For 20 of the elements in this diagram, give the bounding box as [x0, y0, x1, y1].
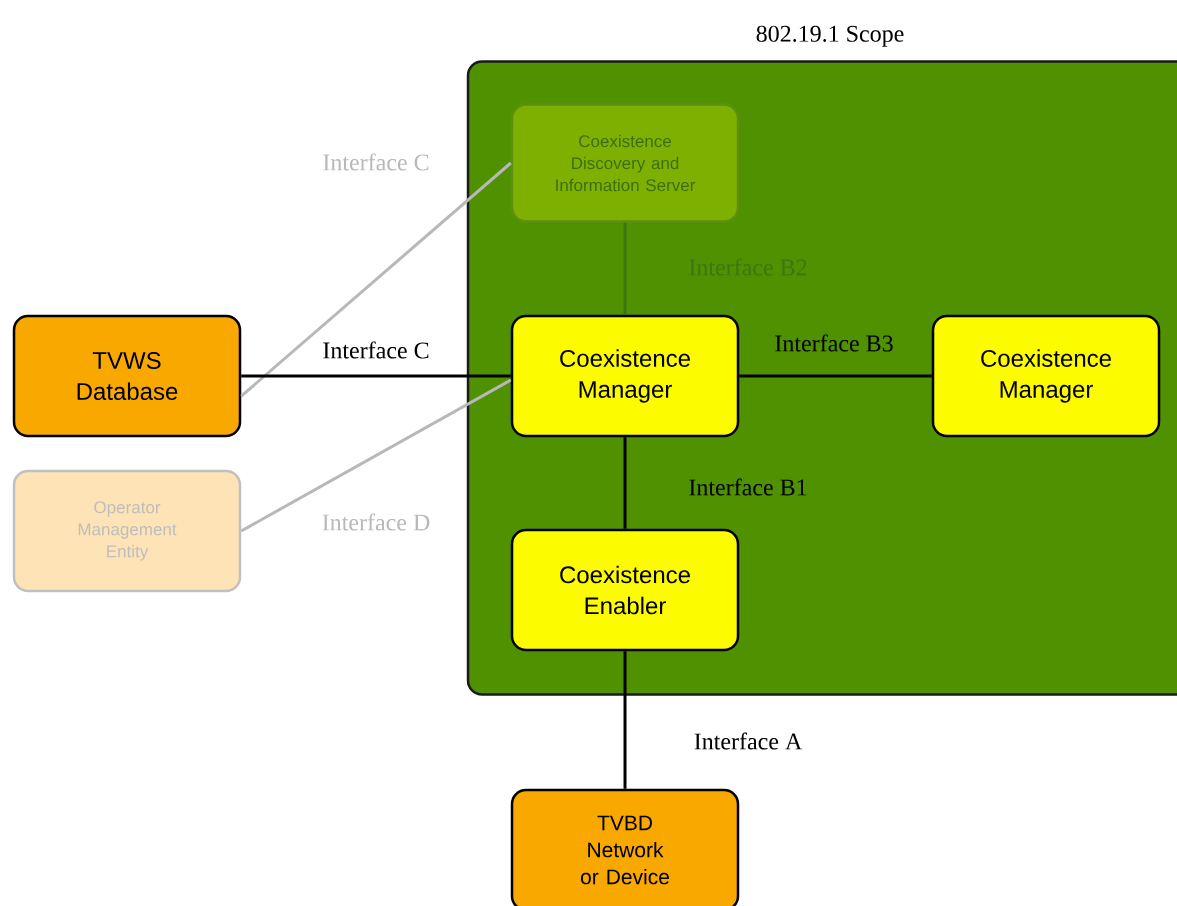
component-box: Coexistence Manager — [931, 314, 1161, 438]
edge-label: Interface C — [321, 152, 431, 172]
node-label: 802.19.1 Scope — [756, 25, 904, 47]
component-box: Coexistence Discovery and Information Server — [510, 103, 740, 223]
connector-line — [623, 651, 627, 789]
edge-label: Interface B1 — [687, 477, 809, 497]
edge-label: Interface C — [321, 340, 431, 360]
connector-line — [240, 378, 512, 533]
component-box: Coexistence Manager — [510, 314, 740, 438]
connector-line — [623, 437, 627, 529]
edge-label: Interface A — [692, 731, 804, 751]
edge-label: Interface D — [320, 512, 432, 532]
connector-line — [739, 374, 932, 378]
connector-line — [240, 161, 512, 398]
component-box: Coexistence Enabler — [510, 528, 740, 652]
component-box: TVWS Database — [12, 314, 242, 438]
connector-line — [241, 374, 511, 378]
component-box: TVBD Network or Device — [510, 788, 740, 906]
edge-label: Interface B3 — [773, 333, 895, 353]
component-box: Operator Management Entity — [12, 469, 242, 593]
